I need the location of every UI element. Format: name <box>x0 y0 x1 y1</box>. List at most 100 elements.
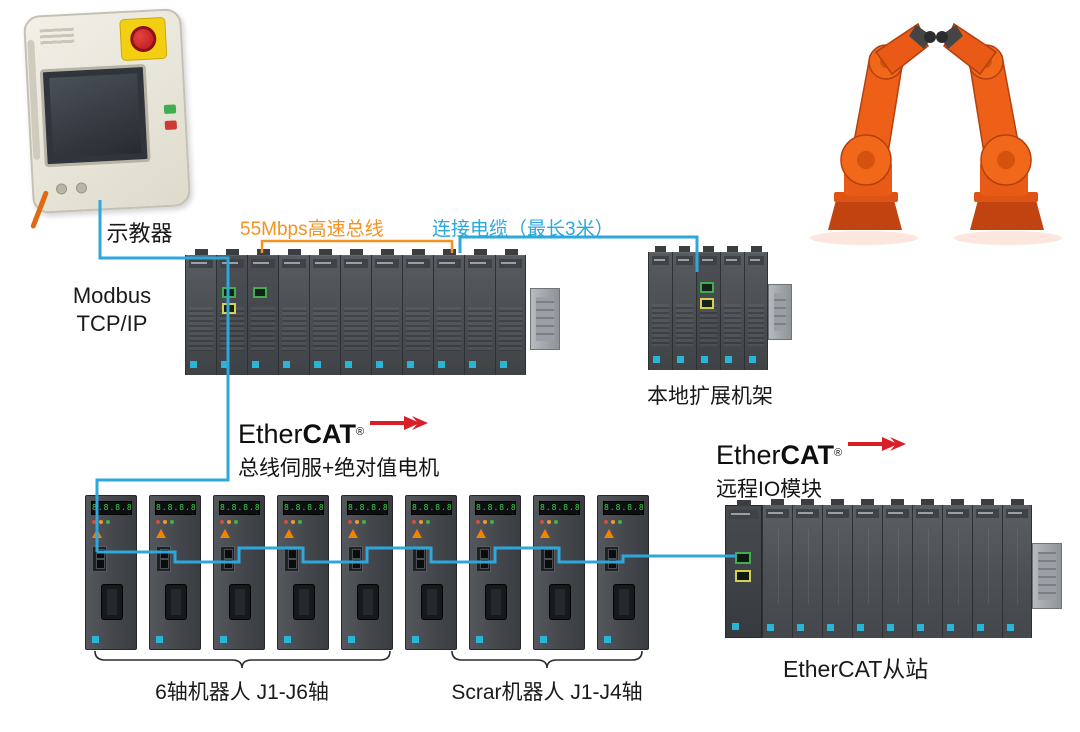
module-indicator <box>407 361 414 368</box>
bus-speed-label: 55Mbps高速总线 <box>240 219 384 240</box>
ethernet-ports <box>222 287 236 319</box>
plc-module <box>696 246 720 370</box>
module-indicator <box>653 356 660 363</box>
module-indicator <box>500 361 507 368</box>
io-module <box>882 499 912 638</box>
module-label-strip <box>375 259 399 268</box>
servo-leds <box>476 520 494 524</box>
servo-brand-mark <box>604 529 614 538</box>
ethercat-brand-bold: CAT <box>780 440 835 470</box>
led-dot <box>163 520 167 524</box>
module-vents <box>189 307 213 351</box>
plc-module <box>464 249 495 375</box>
plc-module <box>309 249 340 375</box>
modbus-label: Modbus TCP/IP <box>56 282 168 337</box>
servo-connector <box>421 584 443 620</box>
servo-comm-ports <box>92 546 107 572</box>
module-vents <box>748 304 764 346</box>
module-label-strip <box>676 256 693 265</box>
servo-comm-ports <box>284 546 299 572</box>
module-label-strip <box>437 259 461 268</box>
ethercat-io-subtitle: 远程IO模块 <box>716 478 823 501</box>
servo-comm-ports <box>540 546 555 572</box>
io-module <box>762 499 792 638</box>
module-label-strip <box>729 510 758 519</box>
led-dot <box>362 520 366 524</box>
robot-arms-illustration <box>810 22 1063 246</box>
io-module <box>822 499 852 638</box>
led-dot <box>476 520 480 524</box>
module-label-strip <box>468 259 492 268</box>
module-indicator <box>767 624 774 631</box>
servo-leds <box>284 520 302 524</box>
servo-display: 8.8.8.8 <box>475 501 516 515</box>
servo-comm-ports <box>476 546 491 572</box>
servo-drive: 8.8.8.8 <box>85 495 137 650</box>
led-dot <box>92 520 96 524</box>
servo-drive: 8.8.8.8 <box>149 495 201 650</box>
module-indicator <box>252 361 259 368</box>
module-label-strip <box>313 259 337 268</box>
emergency-stop-panel <box>119 16 168 62</box>
servo-leds <box>540 520 558 524</box>
module-label-strip <box>700 256 717 265</box>
module-vents <box>282 307 306 351</box>
module-vents <box>406 307 430 351</box>
io-coupler <box>725 500 762 638</box>
led-dot <box>156 520 160 524</box>
io-module <box>912 499 942 638</box>
module-label-strip <box>748 256 764 265</box>
led-dot <box>618 520 622 524</box>
servo-indicator <box>284 636 291 643</box>
servo-row: 8.8.8.8 8.8.8.8 8.8.8.8 8.8.8.8 8.8.8.8 8.8.8… <box>85 495 649 650</box>
plc-module <box>672 246 696 370</box>
led-dot <box>419 520 423 524</box>
servo-comm-ports <box>220 546 235 572</box>
module-indicator <box>190 361 197 368</box>
module-indicator <box>701 356 708 363</box>
plc-module <box>371 249 402 375</box>
plc-module <box>185 249 216 375</box>
led-dot <box>604 520 608 524</box>
servo-drive: 8.8.8.8 <box>277 495 329 650</box>
led-dot <box>234 520 238 524</box>
module-vents <box>652 304 669 346</box>
servo-brand-mark <box>92 529 102 538</box>
led-dot <box>547 520 551 524</box>
ethernet-port <box>222 287 236 298</box>
servo-display: 8.8.8.8 <box>411 501 452 515</box>
ethercat-logo-servo: EtherCAT® <box>238 416 429 450</box>
servo-comm-ports <box>348 546 363 572</box>
servo-comm-ports <box>412 546 427 572</box>
expansion-rack-modules <box>648 246 768 370</box>
led-dot <box>483 520 487 524</box>
led-dot <box>355 520 359 524</box>
module-indicator <box>376 361 383 368</box>
led-dot <box>220 520 224 524</box>
expansion-rack-endcap <box>768 284 792 340</box>
led-dot <box>611 520 615 524</box>
servo-leds <box>348 520 366 524</box>
module-vents <box>724 304 741 346</box>
emergency-stop-button <box>129 25 157 53</box>
ethernet-ports <box>253 287 267 303</box>
main-rack-endcap <box>530 288 560 350</box>
led-dot <box>291 520 295 524</box>
ethernet-port <box>253 287 267 298</box>
module-label-strip <box>251 259 275 268</box>
servo-leds <box>156 520 174 524</box>
module-vents <box>344 307 368 351</box>
servo-brand-mark <box>476 529 486 538</box>
servo-display: 8.8.8.8 <box>347 501 388 515</box>
io-module <box>942 499 972 638</box>
led-dot <box>426 520 430 524</box>
servo-leds <box>604 520 622 524</box>
ethernet-port <box>735 570 751 582</box>
servo-comm-ports <box>156 546 171 572</box>
led-dot <box>298 520 302 524</box>
servo-brand-mark <box>540 529 550 538</box>
ethercat-brand-light: Ether <box>238 419 303 449</box>
module-label-strip <box>826 509 849 518</box>
servo-display: 8.8.8.8 <box>155 501 196 515</box>
servo-brand-mark <box>412 529 422 538</box>
